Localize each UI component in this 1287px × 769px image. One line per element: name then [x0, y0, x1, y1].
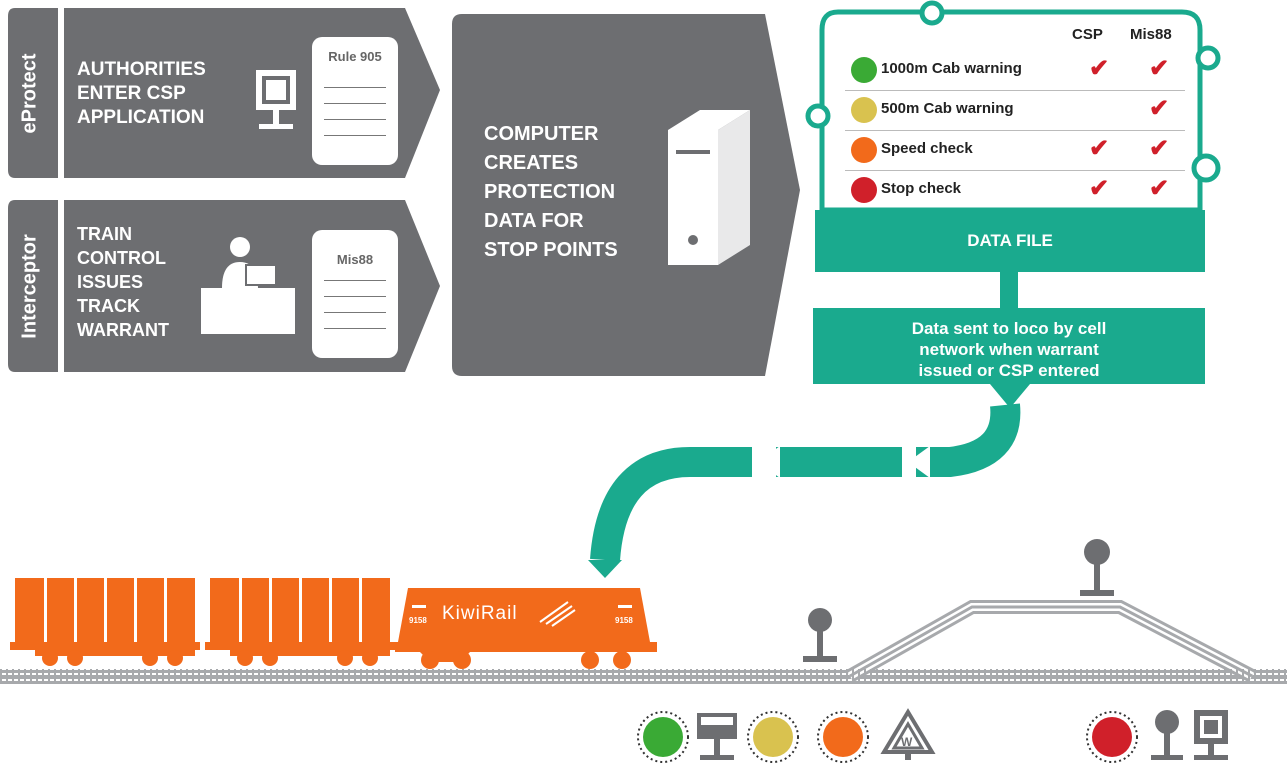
track-signal-2: [1080, 539, 1114, 596]
interceptor-side-label: Interceptor: [18, 233, 41, 339]
row-divider: [845, 130, 1185, 131]
status-dot: [851, 57, 877, 83]
warning-triangle-icon: W: [880, 708, 936, 760]
interceptor-description: TRAIN CONTROL ISSUES TRACK WARRANT: [77, 224, 169, 340]
data-file-banner: [815, 210, 1205, 292]
table-row: 1000m Cab warning ✔ ✔: [845, 50, 1185, 88]
computer-tower-icon: [668, 110, 750, 265]
mis88-document: Mis88: [312, 230, 398, 358]
row-divider: [845, 170, 1185, 171]
check-icon: ✔: [1089, 175, 1110, 202]
board-signal-icon: [697, 713, 737, 760]
data-sent-banner: [813, 308, 1205, 408]
kiwirail-brand: KiwiRail: [442, 603, 518, 624]
green-signal-icon: [637, 711, 689, 763]
status-dot: [851, 97, 877, 123]
square-signal-icon: [1194, 710, 1228, 760]
check-icon: ✔: [1089, 135, 1110, 162]
eprotect-description: AUTHORITIES ENTER CSP APPLICATION: [77, 59, 206, 128]
check-icon: ✔: [1149, 135, 1170, 162]
kiwirail-logo-icon: [539, 601, 576, 627]
wagon-2: [205, 578, 395, 666]
column-header-mis88: Mis88: [1130, 26, 1172, 43]
column-header-csp: CSP: [1072, 26, 1103, 43]
check-icon: ✔: [1149, 55, 1170, 82]
track-signal-1: [803, 608, 837, 662]
table-row: Speed check ✔ ✔: [845, 130, 1185, 168]
check-icon: ✔: [1089, 55, 1110, 82]
eprotect-side-label: eProtect: [18, 52, 41, 134]
data-sent-label: Data sent to loco by cell network when w…: [911, 319, 1107, 380]
svg-text:W: W: [901, 735, 913, 749]
stop-signal-icon: [1151, 710, 1183, 760]
status-dot: [851, 177, 877, 203]
computer-panel: [452, 14, 800, 376]
yellow-signal-icon: [747, 711, 799, 763]
locomotive: [395, 588, 657, 669]
status-dot: [851, 137, 877, 163]
train-controller-icon: [201, 237, 295, 334]
row-divider: [845, 90, 1185, 91]
table-row: Stop check ✔ ✔: [845, 170, 1185, 208]
siding-track: [846, 600, 1256, 683]
rule-905-document: Rule 905: [312, 37, 398, 165]
flow-arrow: [588, 403, 1021, 578]
check-icon: ✔: [1149, 175, 1170, 202]
check-icon: ✔: [1149, 95, 1170, 122]
red-signal-icon: [1086, 711, 1138, 763]
table-row: 500m Cab warning ✔: [845, 90, 1185, 128]
wagon-1: [10, 578, 200, 666]
computer-description: COMPUTER CREATES PROTECTION DATA FOR STO…: [484, 123, 618, 261]
orange-signal-icon: [817, 711, 869, 763]
data-file-label: DATA FILE: [967, 231, 1053, 250]
signal-board-icon: [256, 70, 296, 129]
loco-number-right: 9158: [615, 616, 633, 625]
loco-number-left: 9158: [409, 616, 427, 625]
